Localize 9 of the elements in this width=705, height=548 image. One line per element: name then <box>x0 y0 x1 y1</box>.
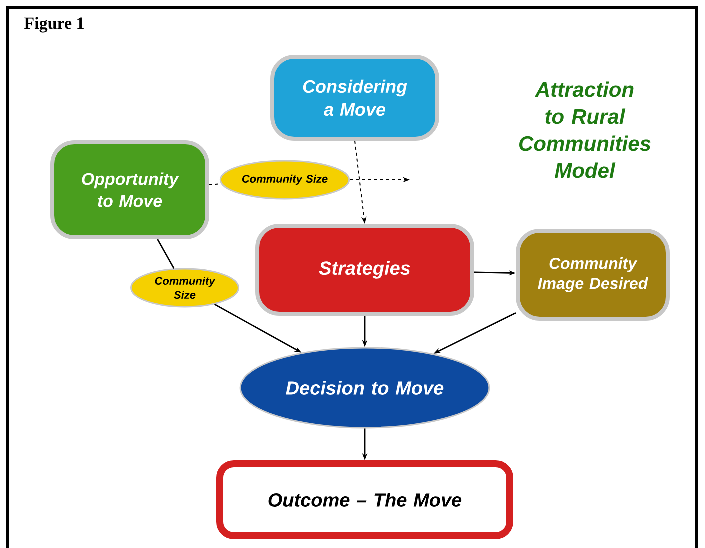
process-box: Strategies <box>256 224 474 316</box>
model-title: Attraction to Rural Communities Model <box>520 82 651 178</box>
process-box: Community Image Desired <box>516 228 670 321</box>
process-box: Opportunity to Move <box>50 140 210 240</box>
process-box: Considering a Move <box>270 55 440 141</box>
figure-label: Figure 1 <box>24 17 84 33</box>
oval-tag: Community Size <box>220 160 350 200</box>
outcome-box: Outcome – The Move <box>216 460 514 540</box>
oval-tag: Community Size <box>130 268 240 308</box>
